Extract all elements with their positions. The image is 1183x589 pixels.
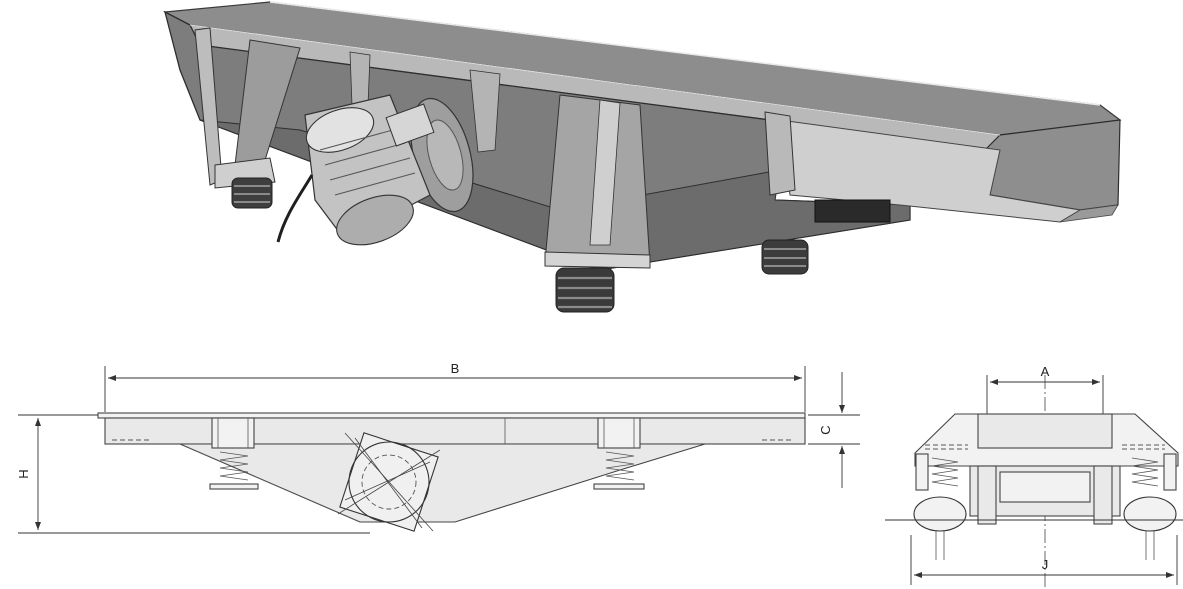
dimension-label-j: J	[1042, 557, 1049, 572]
spring-left-illustration	[231, 177, 273, 209]
dimension-label-h: H	[16, 469, 31, 478]
dimension-label-b: B	[451, 361, 460, 376]
spring-right-illustration	[761, 239, 809, 275]
feeder-illustration	[162, 1, 1122, 313]
spring-center-illustration	[555, 267, 615, 313]
vibrating-motor-illustration	[276, 94, 474, 246]
side-view-drawing: B H C	[16, 361, 860, 534]
dimension-label-c: C	[818, 425, 833, 434]
side-view-motor	[337, 432, 441, 532]
dimension-label-a: A	[1041, 364, 1050, 379]
end-view-drawing: A J	[885, 364, 1183, 589]
